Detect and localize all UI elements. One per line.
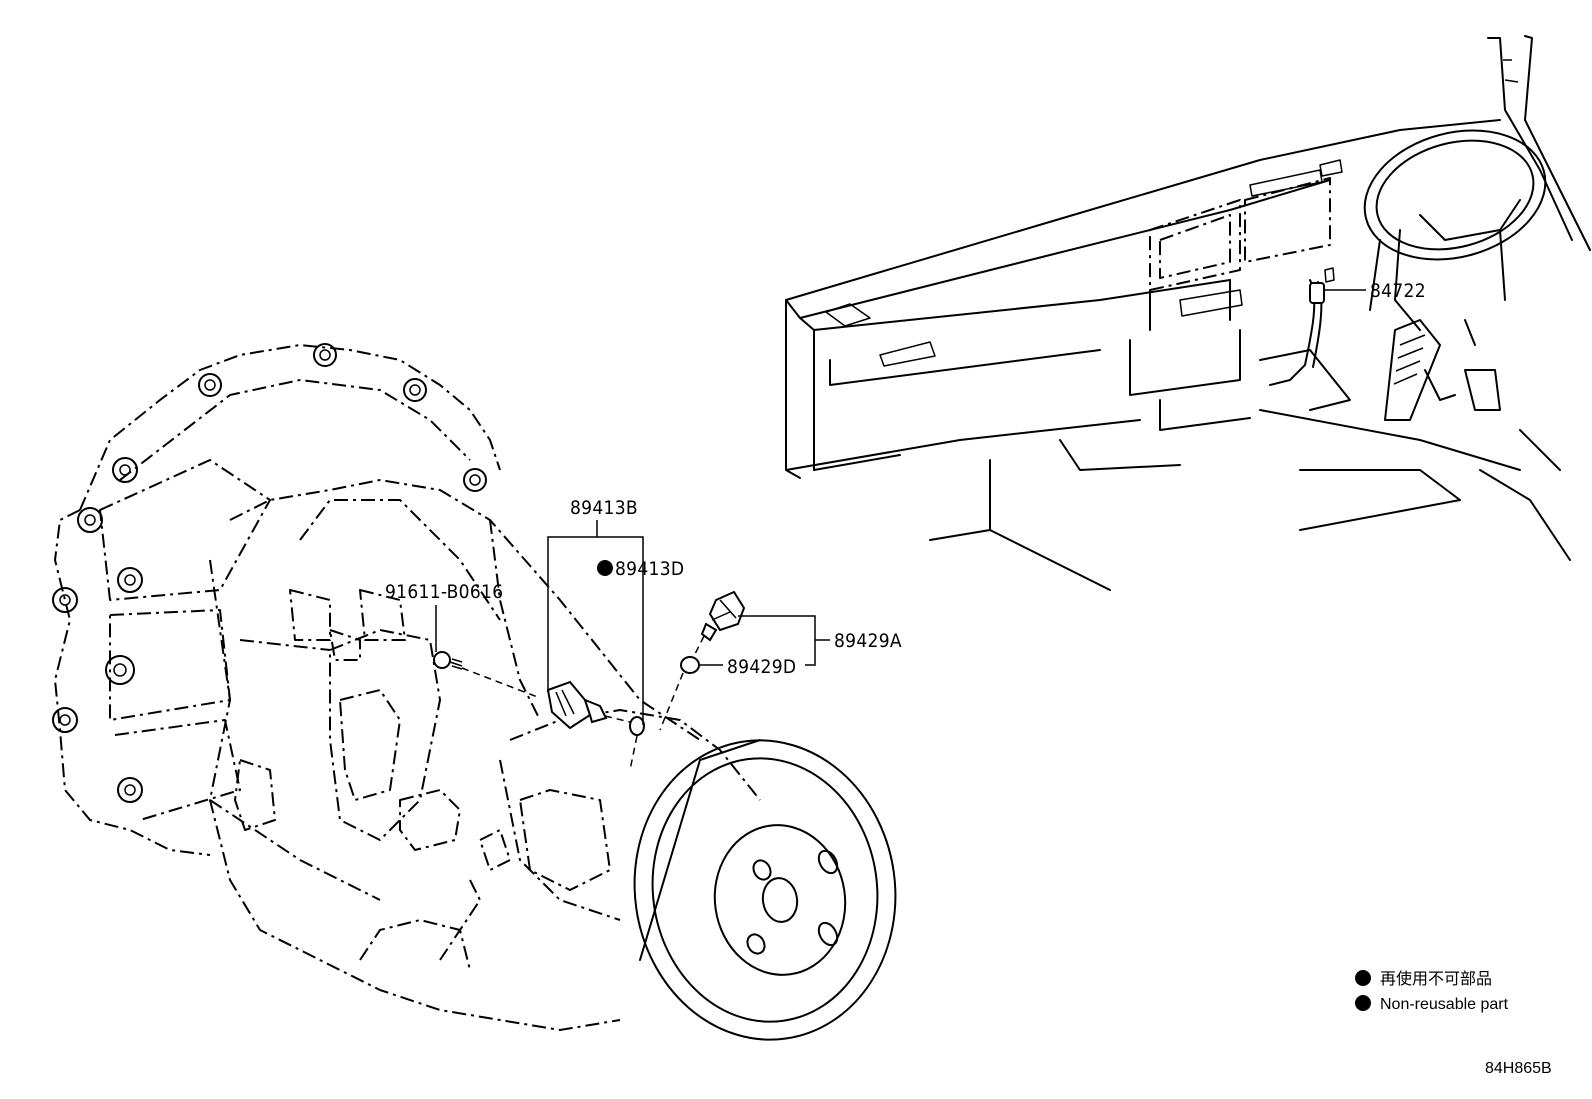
legend: 再使用不可部品 Non-reusable part [1355,970,1509,1013]
legend-bullet-icon [1355,995,1371,1011]
figure-code: 84H865B [1485,1060,1552,1077]
label-89413D[interactable]: 89413D [615,558,684,580]
non-reusable-marker [597,560,613,576]
legend-japanese: 再使用不可部品 [1380,970,1492,988]
leader-lines [435,289,1366,771]
dashboard-illustration [785,35,1591,591]
legend-english: Non-reusable part [1380,996,1509,1013]
label-89429D[interactable]: 89429D [727,656,796,678]
o-ring-89413D-part [629,716,645,736]
label-84722[interactable]: 84722 [1370,280,1426,302]
label-91611-B0616[interactable]: 91611-B0616 [385,581,503,603]
speed-sensor-89413B-part [546,680,608,730]
bolt-91611-part [433,651,463,670]
legend-bullet-icon [1355,970,1371,986]
gasket-89429D-part [680,656,700,674]
switch-89429A-part [700,590,746,642]
label-89429A[interactable]: 89429A [834,630,902,652]
part-labels: 89413B 89413D 91611-B0616 89429A 89429D … [385,280,1426,678]
label-89413B[interactable]: 89413B [570,497,638,519]
transmission-illustration [52,343,897,1041]
